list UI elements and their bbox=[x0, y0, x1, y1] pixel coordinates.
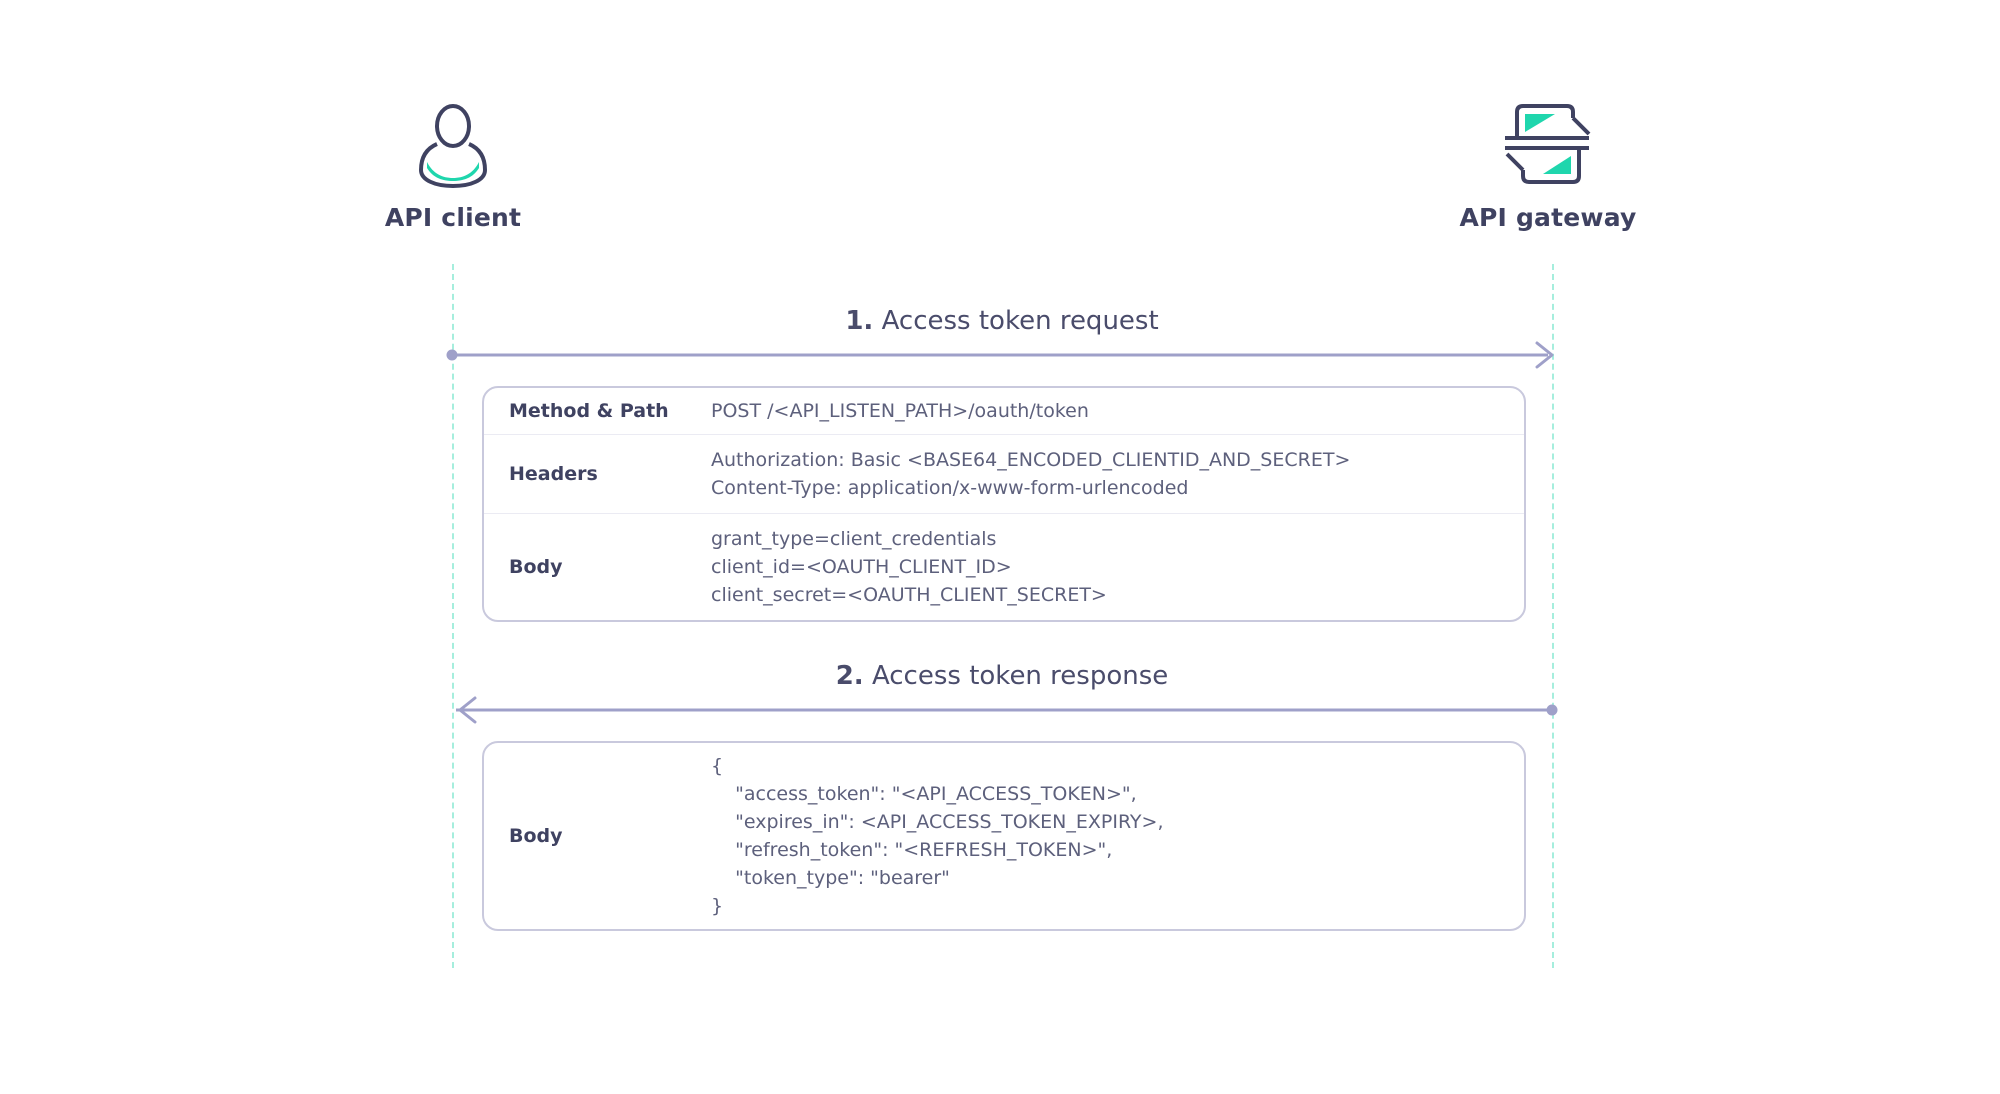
row-values: grant_type=client_credentials client_id=… bbox=[711, 525, 1107, 609]
actor-api-gateway bbox=[1428, 104, 1668, 184]
arrow-request bbox=[446, 341, 1554, 369]
value-line: } bbox=[711, 895, 724, 917]
value-line: POST /<API_LISTEN_PATH>/oauth/token bbox=[711, 400, 1089, 422]
table-row: Headers Authorization: Basic <BASE64_ENC… bbox=[484, 435, 1524, 514]
row-label: Method & Path bbox=[509, 400, 669, 422]
lifeline-gateway bbox=[1552, 264, 1554, 968]
row-values: Authorization: Basic <BASE64_ENCODED_CLI… bbox=[711, 446, 1350, 502]
value-line: "expires_in": <API_ACCESS_TOKEN_EXPIRY>, bbox=[711, 811, 1164, 833]
actor-api-client bbox=[333, 100, 573, 190]
value-line: "access_token": "<API_ACCESS_TOKEN>", bbox=[711, 783, 1137, 805]
message-number: 2. bbox=[835, 661, 864, 691]
response-details-card: Body { "access_token": "<API_ACCESS_TOKE… bbox=[482, 741, 1526, 931]
message-title-text: Access token response bbox=[871, 661, 1169, 691]
row-values: { "access_token": "<API_ACCESS_TOKEN>", … bbox=[711, 752, 1164, 920]
value-line: Content-Type: application/x-www-form-url… bbox=[711, 477, 1189, 499]
message-title-text: Access token request bbox=[881, 306, 1159, 336]
arrow-response bbox=[456, 696, 1558, 724]
value-line: client_secret=<OAUTH_CLIENT_SECRET> bbox=[711, 584, 1107, 606]
actor-label-client: API client bbox=[384, 203, 522, 232]
table-row: Method & Path POST /<API_LISTEN_PATH>/oa… bbox=[484, 388, 1524, 435]
lifeline-client bbox=[452, 264, 454, 968]
user-icon bbox=[419, 104, 487, 188]
table-row: Body { "access_token": "<API_ACCESS_TOKE… bbox=[484, 743, 1524, 929]
value-line: "token_type": "bearer" bbox=[711, 867, 950, 889]
message-number: 1. bbox=[845, 306, 874, 336]
row-label: Body bbox=[509, 556, 563, 578]
gateway-icon bbox=[1505, 104, 1591, 184]
row-label: Headers bbox=[509, 463, 598, 485]
value-line: client_id=<OAUTH_CLIENT_ID> bbox=[711, 556, 1012, 578]
value-line: grant_type=client_credentials bbox=[711, 528, 997, 550]
message-title-request: 1. Access token request bbox=[452, 306, 1552, 336]
row-values: POST /<API_LISTEN_PATH>/oauth/token bbox=[711, 397, 1089, 425]
row-label: Body bbox=[509, 825, 563, 847]
value-line: { bbox=[711, 755, 724, 777]
value-line: Authorization: Basic <BASE64_ENCODED_CLI… bbox=[711, 449, 1351, 471]
request-details-card: Method & Path POST /<API_LISTEN_PATH>/oa… bbox=[482, 386, 1526, 622]
message-title-response: 2. Access token response bbox=[452, 661, 1552, 691]
table-row: Body grant_type=client_credentials clien… bbox=[484, 514, 1524, 620]
value-line: "refresh_token": "<REFRESH_TOKEN>", bbox=[711, 839, 1113, 861]
actor-label-gateway: API gateway bbox=[1459, 203, 1637, 232]
